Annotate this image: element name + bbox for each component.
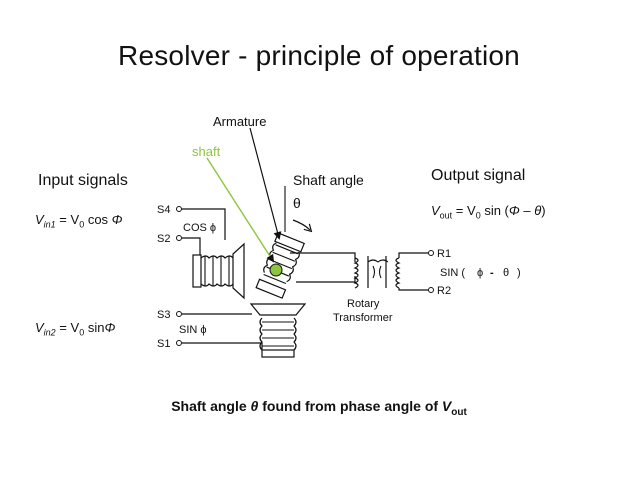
terminal-s2: S2 — [157, 233, 182, 245]
cos-wire-bottom — [182, 237, 201, 256]
cos-coil — [192, 242, 245, 300]
s1-label: S1 — [157, 338, 170, 350]
s3-label: S3 — [157, 309, 170, 321]
terminal-s4: S4 — [157, 204, 182, 216]
terminal-r1: R1 — [428, 248, 451, 260]
armature-arrow — [249, 127, 282, 240]
r1-label: R1 — [437, 248, 451, 260]
rotary-label: Rotary — [347, 298, 380, 310]
svg-text:θ: θ — [503, 267, 509, 279]
terminal-r2: R2 — [428, 285, 451, 297]
sin-phi-label: SIN ϕ — [179, 324, 207, 336]
terminal-s1: S1 — [157, 338, 182, 350]
output-signal-label: Output signal — [431, 167, 526, 184]
svg-text:ϕ: ϕ — [477, 267, 483, 279]
rotor-wire-top — [290, 252, 356, 262]
r2-label: R2 — [437, 285, 451, 297]
svg-text:-: - — [490, 267, 494, 279]
vin1-equation: Vin1 = V0 cos Φ — [35, 212, 123, 230]
shaft-arrow — [206, 157, 275, 263]
sin-wire-bottom — [182, 342, 263, 350]
sin-output-label: SIN ( ϕ - θ ) — [440, 267, 521, 279]
shaft-label: shaft — [192, 144, 221, 159]
rotor-wire-bottom — [296, 276, 356, 283]
out-wire-bottom — [398, 288, 428, 291]
shaft-dot — [269, 263, 283, 277]
theta-symbol: θ — [293, 195, 301, 211]
vin2-equation: Vin2 = V0 sinΦ — [35, 320, 116, 338]
s4-label: S4 — [157, 204, 170, 216]
vout-equation: Vout = V0 sin (Φ – θ) — [431, 203, 546, 221]
footer-caption: Shaft angle θ found from phase angle of … — [171, 398, 467, 418]
armature-label: Armature — [213, 114, 267, 129]
transformer-label: Transformer — [333, 312, 393, 324]
sin-coil — [249, 303, 307, 358]
shaft-angle-label: Shaft angle — [293, 172, 364, 188]
rotary-transformer: Rotary Transformer — [333, 256, 401, 324]
s2-label: S2 — [157, 233, 170, 245]
theta-indicator: θ — [284, 186, 310, 232]
input-signals-label: Input signals — [38, 172, 128, 189]
svg-text:SIN (: SIN ( — [440, 267, 465, 279]
cos-wire-top — [182, 208, 226, 240]
out-wire-top — [398, 252, 428, 258]
cos-phi-label: COS ϕ — [183, 222, 216, 234]
terminal-s3: S3 — [157, 309, 182, 321]
slide-title: Resolver - principle of operation — [118, 40, 520, 71]
svg-text:): ) — [517, 267, 521, 279]
